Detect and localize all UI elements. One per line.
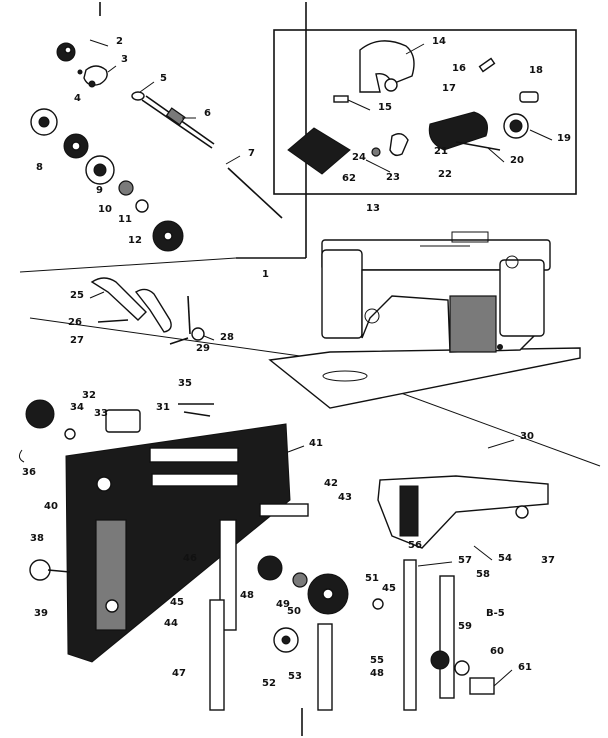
callout-label: 42 xyxy=(324,478,338,489)
side-frame-plate xyxy=(65,423,291,663)
callout-label: 18 xyxy=(529,65,543,76)
upper-drive-parts xyxy=(287,40,539,175)
callout-label: 1 xyxy=(262,269,269,280)
callout-label: 48 xyxy=(240,590,254,601)
callout-label: 32 xyxy=(82,390,96,401)
leader-lines xyxy=(89,39,553,687)
callout-label: 29 xyxy=(196,343,210,354)
callout-label: 43 xyxy=(338,492,352,503)
callout-label: 62 xyxy=(342,173,356,184)
callout-label: 21 xyxy=(434,146,448,157)
callout-label: 4 xyxy=(74,93,81,104)
callout-label: 7 xyxy=(248,148,255,159)
callout-label: 9 xyxy=(96,185,103,196)
callout-label: 56 xyxy=(408,540,422,551)
callout-label: 16 xyxy=(452,63,466,74)
callout-label: 17 xyxy=(442,83,456,94)
callout-label: 2 xyxy=(116,36,123,47)
callout-label: 6 xyxy=(204,108,211,119)
callout-label: 14 xyxy=(432,36,446,47)
callout-label: 26 xyxy=(68,317,82,328)
callout-label: 20 xyxy=(510,155,524,166)
callout-label: 12 xyxy=(128,235,142,246)
callout-label: 23 xyxy=(386,172,400,183)
callout-label: 35 xyxy=(178,378,192,389)
callout-label: 45 xyxy=(170,597,184,608)
presser-foot-parts xyxy=(377,475,549,711)
diagram-code-label: B-5 xyxy=(486,608,505,619)
linkage-parts xyxy=(90,277,205,345)
callout-label: 3 xyxy=(121,54,128,65)
callout-label: 55 xyxy=(370,655,384,666)
callout-label: 10 xyxy=(98,204,112,215)
callout-label: 38 xyxy=(30,533,44,544)
callout-label: 54 xyxy=(498,553,512,564)
callout-label: 47 xyxy=(172,668,186,679)
feed-mechanism-parts xyxy=(209,503,384,711)
callout-label: 61 xyxy=(518,662,532,673)
callout-label: 58 xyxy=(476,569,490,580)
callout-label: 28 xyxy=(220,332,234,343)
callout-label: 27 xyxy=(70,335,84,346)
machine-head xyxy=(268,231,581,409)
callout-label: 15 xyxy=(378,102,392,113)
callout-label: 24 xyxy=(352,152,366,163)
callout-label: 36 xyxy=(22,467,36,478)
callout-label: 60 xyxy=(490,646,504,657)
callout-label: 45 xyxy=(382,583,396,594)
callout-label: 46 xyxy=(183,553,197,564)
callout-labels: 1234567891011121314151617181920212223242… xyxy=(22,36,571,689)
callout-label: 53 xyxy=(288,671,302,682)
callout-label: 48 xyxy=(370,668,384,679)
callout-label: 52 xyxy=(262,678,276,689)
callout-label: 44 xyxy=(164,618,178,629)
callout-label: 31 xyxy=(156,402,170,413)
callout-label: 50 xyxy=(287,606,301,617)
callout-label: 41 xyxy=(309,438,323,449)
callout-label: 25 xyxy=(70,290,84,301)
callout-label: 59 xyxy=(458,621,472,632)
callout-label: 33 xyxy=(94,408,108,419)
callout-label: 37 xyxy=(541,555,555,566)
callout-label: 34 xyxy=(70,402,84,413)
callout-label: 5 xyxy=(160,73,167,84)
needle-bar-parts xyxy=(30,42,283,252)
motor-and-knob-parts xyxy=(18,399,214,581)
callout-label: 51 xyxy=(365,573,379,584)
callout-label: 57 xyxy=(458,555,472,566)
callout-label: 19 xyxy=(557,133,571,144)
callout-label: 8 xyxy=(36,162,43,173)
callout-label: 30 xyxy=(520,431,534,442)
callout-label: 40 xyxy=(44,501,58,512)
callout-label: 13 xyxy=(366,203,380,214)
callout-label: 39 xyxy=(34,608,48,619)
callout-label: 11 xyxy=(118,214,132,225)
callout-label: 22 xyxy=(438,169,452,180)
callout-label: 49 xyxy=(276,599,290,610)
